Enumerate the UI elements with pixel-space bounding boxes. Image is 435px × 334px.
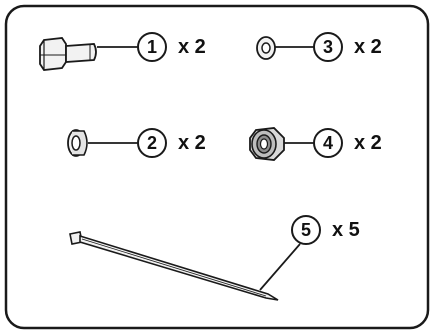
callout-number-5: 5 <box>300 220 311 240</box>
quantity-label-2: x 2 <box>178 132 206 154</box>
callout-circle-5 <box>291 215 321 245</box>
callout-circle-1 <box>137 32 167 62</box>
washer-icon <box>256 36 276 60</box>
quantity-label-1: x 2 <box>178 36 206 58</box>
quantity-label-3: x 2 <box>354 36 382 58</box>
callout-number-2: 2 <box>146 133 157 153</box>
callout-circle-4 <box>313 128 343 158</box>
bolt-icon <box>39 37 97 71</box>
callout-circle-3 <box>313 32 343 62</box>
callout-number-3: 3 <box>322 37 333 57</box>
callout-number-1: 1 <box>146 37 157 57</box>
grommet-icon <box>67 129 88 157</box>
quantity-label-5: x 5 <box>332 219 360 241</box>
quantity-label-4: x 2 <box>354 132 382 154</box>
cable-tie-icon <box>69 231 279 301</box>
leader-line-5 <box>259 243 301 291</box>
lock-nut-icon <box>249 127 285 161</box>
callout-number-4: 4 <box>322 133 333 153</box>
callout-circle-2 <box>137 128 167 158</box>
